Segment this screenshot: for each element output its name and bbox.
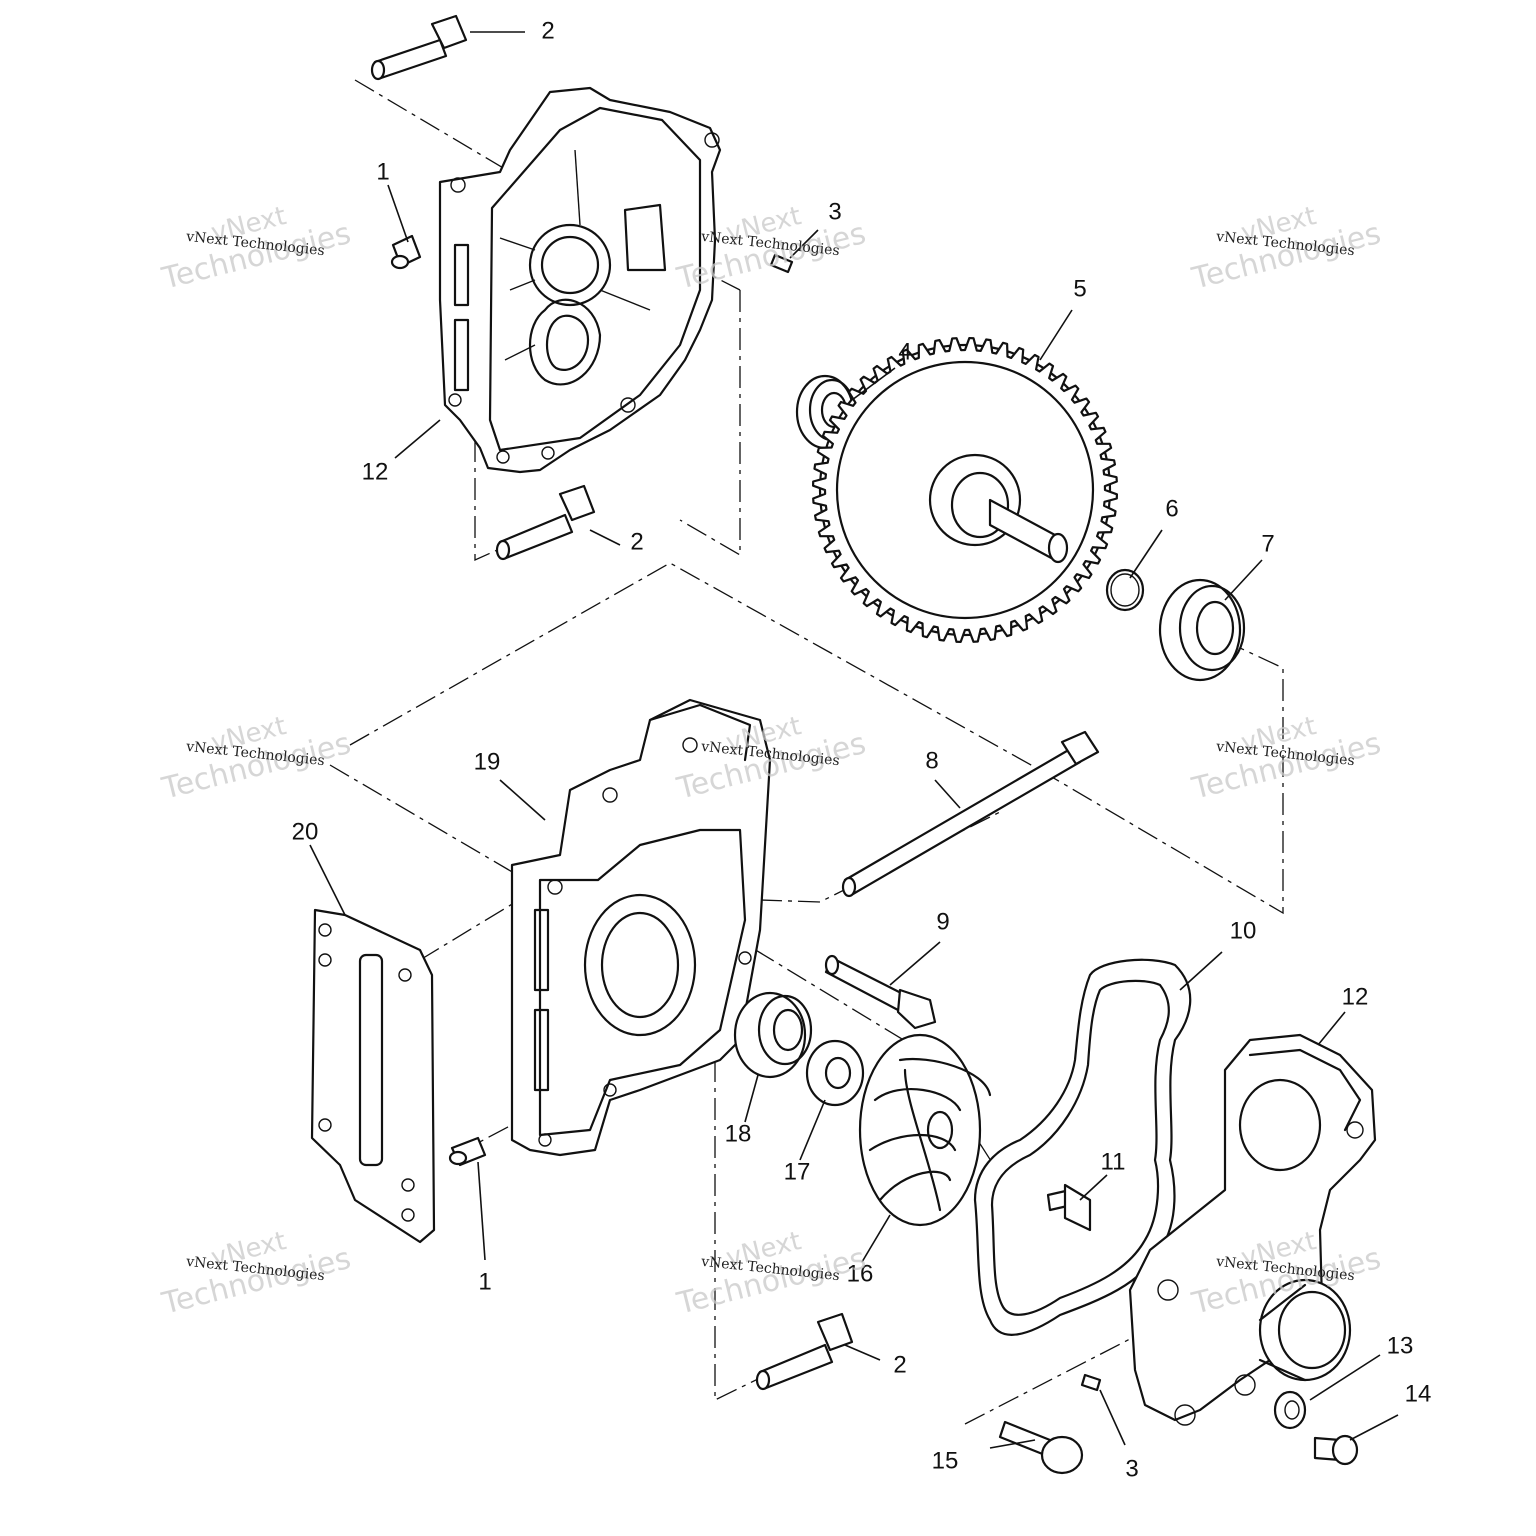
callout-1-top: 1 [376, 158, 389, 185]
callout-17: 17 [784, 1158, 811, 1185]
bolt-9 [824, 954, 937, 1030]
callout-3-bottom: 3 [1125, 1455, 1138, 1482]
bolt-mid-left [495, 484, 596, 561]
callout-12-top: 12 [362, 458, 389, 485]
pin-bottom [1080, 1373, 1102, 1392]
callout-9: 9 [936, 908, 949, 935]
drive-gear [812, 337, 1118, 643]
bolt-bottom [755, 1312, 854, 1391]
pump-gasket [973, 958, 1192, 1336]
callout-2-top: 2 [541, 17, 554, 44]
callout-2-bottom: 2 [893, 1351, 906, 1378]
dowel-pin-bottom [448, 1136, 487, 1167]
pin-top [769, 253, 794, 274]
callout-1-bottom: 1 [478, 1268, 491, 1295]
callout-10: 10 [1230, 917, 1257, 944]
callout-18: 18 [725, 1120, 752, 1147]
callout-20: 20 [292, 818, 319, 845]
callout-8: 8 [925, 747, 938, 774]
callout-6: 6 [1165, 495, 1178, 522]
callout-7: 7 [1261, 530, 1274, 557]
callout-11: 11 [1101, 1148, 1126, 1175]
callout-5: 5 [1073, 275, 1086, 302]
small-bolt [1313, 1434, 1359, 1466]
impeller [858, 1033, 992, 1227]
o-ring [1105, 568, 1145, 612]
callout-13: 13 [1387, 1332, 1414, 1359]
callout-4: 4 [898, 338, 911, 365]
dowel-pin-top [390, 234, 422, 270]
callout-2-mid: 2 [630, 528, 643, 555]
oil-seal [733, 991, 813, 1079]
callout-15: 15 [932, 1447, 959, 1474]
upper-housing-cover [438, 86, 722, 474]
main-housing [510, 698, 772, 1157]
callout-16: 16 [847, 1260, 874, 1287]
pump-cover [1128, 1033, 1377, 1426]
bolt-top [370, 14, 468, 81]
long-bolt [841, 730, 1100, 898]
gasket-left [310, 908, 436, 1244]
callout-14: 14 [1405, 1380, 1432, 1407]
callout-numbers: 2 1 3 5 4 12 2 6 7 19 8 20 9 10 12 18 17… [292, 17, 1432, 1482]
callout-12-bottom: 12 [1342, 983, 1369, 1010]
callout-3-top: 3 [828, 198, 841, 225]
washer [805, 1039, 865, 1107]
bearing-right [1158, 578, 1246, 682]
flange-bolt [998, 1420, 1084, 1475]
gear-teeth-outline [812, 337, 1118, 643]
callout-19: 19 [474, 748, 501, 775]
leader-lines [309, 31, 1399, 1449]
sealing-washer [1273, 1390, 1307, 1430]
